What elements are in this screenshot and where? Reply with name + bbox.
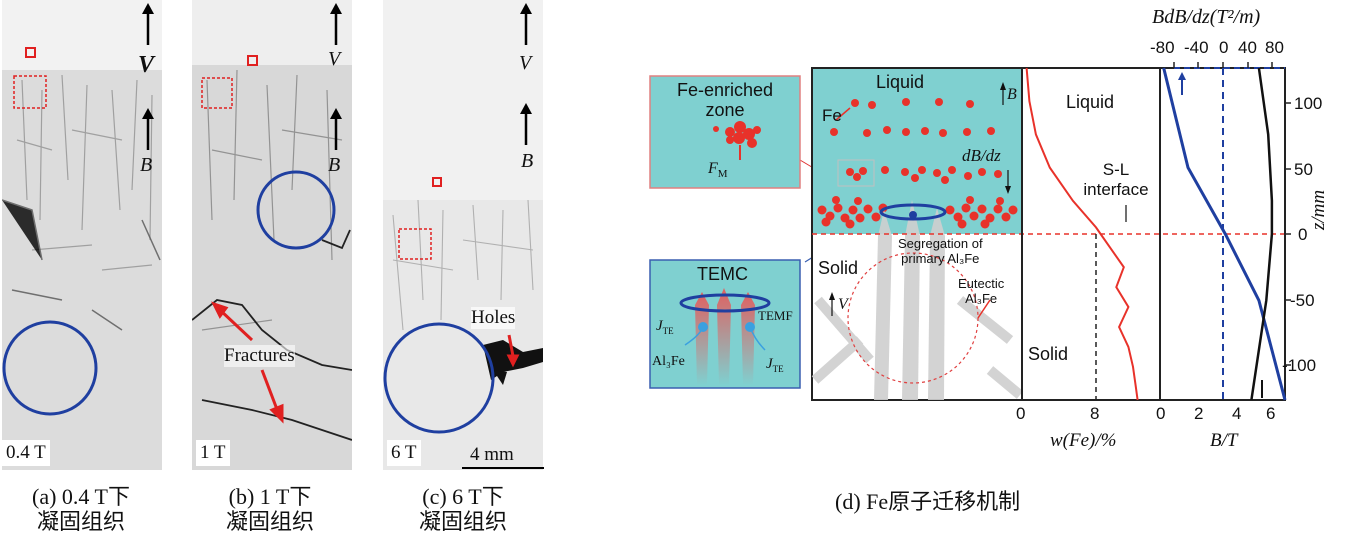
b-xtick-6: 6 (1266, 404, 1276, 423)
segregation-line1: Segregation of (898, 236, 983, 251)
field-label-c: 6 T (387, 440, 421, 466)
jte-label-right: JTE (766, 356, 784, 374)
v-label-a: V (138, 52, 155, 78)
caption-a-line2: 凝固组织 (36, 509, 125, 534)
eutectic-label: Eutectic Al₃Fe (958, 276, 1004, 306)
segregation-line2: primary Al₃Fe (901, 251, 980, 266)
micrograph-c: V B Holes 6 T (383, 0, 543, 470)
z-tick-0: 0 (1298, 225, 1308, 244)
z-tick-m50: -50 (1290, 291, 1315, 310)
fe-enriched-line2: zone (705, 100, 745, 120)
eutectic-line2: Al₃Fe (965, 291, 998, 306)
bdbdz-top-label: BdB/dz(T²/m) (1152, 6, 1261, 28)
caption-b-line2: 凝固组织 (225, 509, 314, 534)
sl-interface-label: S-L interface (1070, 160, 1162, 200)
b-label-a: B (140, 154, 153, 176)
mechanism-schematic (649, 62, 1291, 401)
al3fe-inset-label: Al₃Fe (652, 354, 685, 369)
fe-enriched-line1: Fe-enriched (676, 80, 774, 100)
caption-a: (a) 0.4 T下 凝固组织 (0, 484, 176, 534)
liquid-label-main: Liquid (876, 72, 925, 92)
b-label-c: B (521, 150, 534, 172)
dbdz-label: dB/dz (962, 146, 1001, 165)
v-arrow-label: V (838, 296, 848, 313)
fe-xtick-8: 8 (1090, 404, 1100, 423)
micrograph-a: V B 0.4 T (2, 0, 162, 470)
z-axis-label: z/mm (1308, 189, 1329, 230)
fe-enriched-title: Fe-enriched zone (650, 80, 800, 120)
segregation-label: Segregation of primary Al₃Fe (898, 236, 983, 266)
b-arrow-label: B (1007, 86, 1017, 103)
fm-force: F (708, 160, 718, 177)
field-label-b: 1 T (196, 440, 230, 466)
jte-left-sub: TE (662, 326, 674, 336)
solid-label-main: Solid (818, 258, 859, 278)
fe-profile-line (1025, 67, 1139, 401)
z-tick-50: 50 (1294, 160, 1313, 179)
b-label-b: B (328, 154, 341, 176)
temc-title: TEMC (697, 264, 748, 284)
solid-label-fe: Solid (1028, 344, 1069, 364)
fractures-label: Fractures (224, 345, 295, 367)
holes-label: Holes (471, 307, 516, 329)
micrograph-b: V B Fractures 1 T (192, 0, 352, 470)
b-field-line (1162, 67, 1287, 401)
caption-c-line2: 凝固组织 (418, 509, 507, 534)
fe-xlabel: w(Fe)/% (1050, 430, 1117, 451)
jte-left-j: J (656, 318, 663, 334)
jte-right-sub: TE (772, 364, 784, 374)
scale-bar (462, 467, 544, 469)
fe-atom-label: Fe (822, 106, 842, 125)
top-tick-0: 0 (1219, 38, 1229, 57)
top-tick-m80: -80 (1150, 38, 1175, 57)
b-xtick-0: 0 (1156, 404, 1166, 423)
caption-d: (d) Fe原子迁移机制 (835, 489, 1021, 514)
jte-right-j: J (766, 356, 773, 372)
fe-xtick-0: 0 (1016, 404, 1026, 423)
top-tick-40: 40 (1238, 38, 1257, 57)
b-xlabel: B/T (1210, 430, 1238, 451)
caption-b: (b) 1 T下 凝固组织 (175, 484, 365, 534)
v-label-c: V (519, 52, 532, 74)
fm-label: FM (708, 160, 728, 180)
caption-a-line1: (a) 0.4 T下 (32, 484, 130, 509)
bdbdz-line (1250, 67, 1274, 401)
caption-c-line1: (c) 6 T下 (422, 484, 504, 509)
field-label-a: 0.4 T (2, 440, 50, 466)
jte-label-left: JTE (656, 318, 674, 336)
z-tick-m100: -100 (1282, 356, 1317, 375)
top-tick-m40: -40 (1184, 38, 1209, 57)
top-tick-80: 80 (1265, 38, 1284, 57)
temf-label: TEMF (758, 308, 793, 323)
eutectic-line1: Eutectic (958, 276, 1005, 291)
sl-line2: interface (1083, 180, 1149, 199)
b-xtick-4: 4 (1232, 404, 1242, 423)
scale-bar-label: 4 mm (470, 444, 514, 465)
sl-line1: S-L (1102, 160, 1130, 179)
caption-b-line1: (b) 1 T下 (228, 484, 312, 509)
z-tick-100: 100 (1294, 94, 1323, 113)
liquid-label-fe: Liquid (1066, 92, 1115, 112)
v-label-b: V (328, 48, 341, 70)
b-xtick-2: 2 (1194, 404, 1204, 423)
caption-c: (c) 6 T下 凝固组织 (368, 484, 558, 534)
fm-sub: M (717, 168, 728, 181)
